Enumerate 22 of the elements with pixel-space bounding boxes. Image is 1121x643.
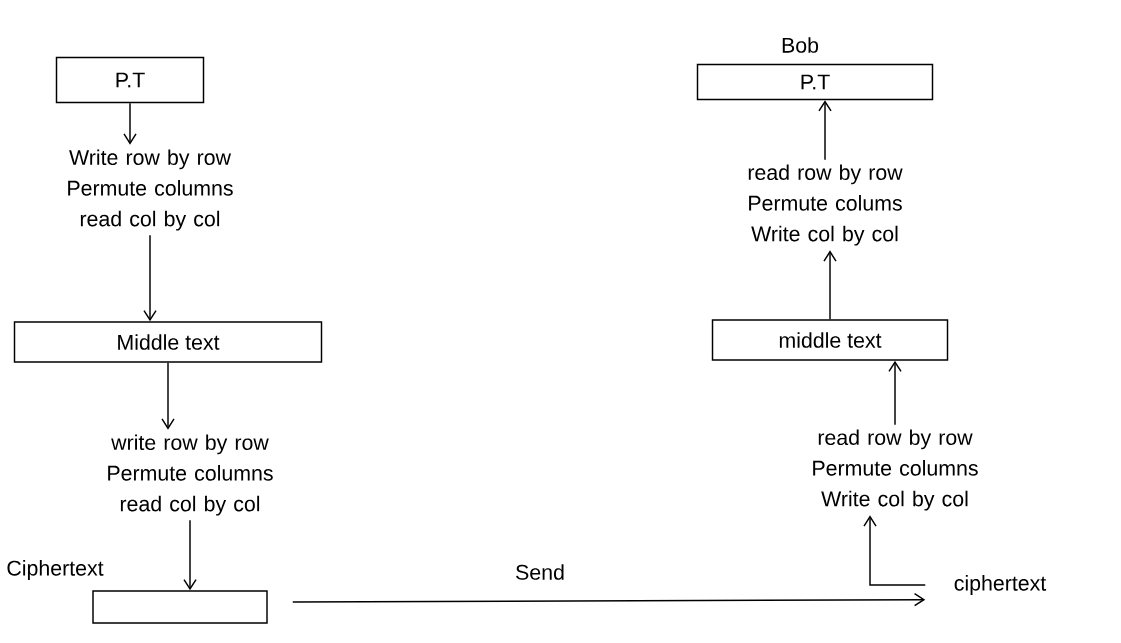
step-text: read row by row Permute columns Write col by col — [813, 429, 978, 511]
empty-box — [92, 590, 268, 624]
arrow — [823, 250, 837, 320]
arrow — [143, 234, 157, 322]
step-text: read row by row Permute colums Write col by col — [748, 164, 903, 246]
arrow — [123, 102, 137, 145]
arrow — [292, 593, 926, 607]
text-box: P.T — [55, 56, 205, 104]
arrow — [161, 362, 175, 430]
arrow — [888, 360, 902, 426]
step-text: Write row by row Permute columns read col by col — [68, 149, 233, 231]
text-box: Middle text — [13, 321, 323, 363]
node-caption: Ciphertext — [7, 560, 104, 580]
node-caption: Bob — [782, 37, 819, 53]
step-text: ciphertext — [954, 575, 1047, 595]
text-box: P.T — [696, 63, 934, 101]
arrow — [818, 100, 832, 161]
step-text: write row by row Permute columns read col by col — [108, 434, 273, 516]
arrow — [863, 515, 926, 586]
text-box: middle text — [711, 319, 949, 361]
edge-label: Send — [512, 561, 568, 583]
arrow — [183, 519, 197, 591]
